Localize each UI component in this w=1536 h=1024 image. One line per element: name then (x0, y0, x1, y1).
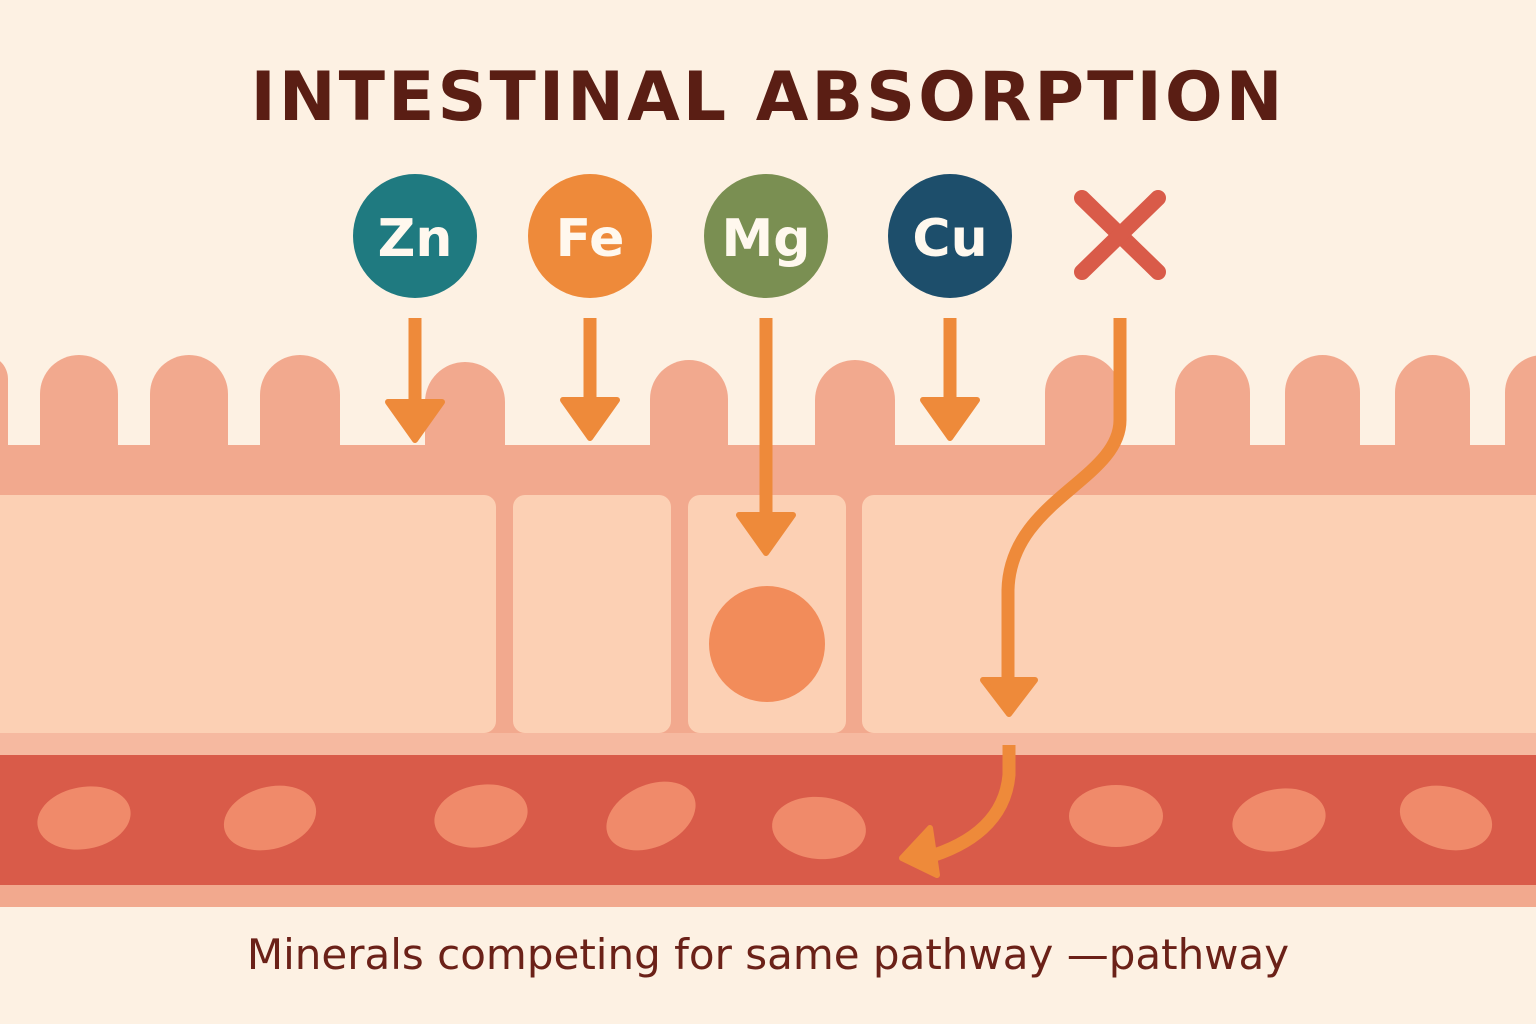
blood-vessel (0, 755, 1536, 907)
red-blood-cell (1399, 785, 1493, 851)
arrow-head (980, 677, 1038, 717)
mineral-circle (888, 174, 1012, 298)
villus (150, 355, 228, 470)
arrow-head (736, 512, 796, 556)
red-blood-cell (1069, 785, 1163, 847)
mineral-fe-badge: Fe (528, 174, 652, 298)
arrow-head (920, 397, 980, 441)
arrow-head (560, 397, 620, 441)
villus (1395, 355, 1470, 470)
vessel-wall (0, 885, 1536, 907)
mineral-circle (353, 174, 477, 298)
mineral-symbol: Fe (556, 209, 625, 269)
arrow-head (899, 825, 940, 878)
villus (815, 360, 895, 470)
mineral-circle (528, 174, 652, 298)
villus (40, 355, 118, 470)
mineral-cu-badge: Cu (888, 174, 1012, 298)
villus (425, 362, 505, 470)
cell-nucleus (709, 586, 825, 702)
red-blood-cell (434, 784, 528, 848)
minerals: Zn Fe Mg Cu (353, 174, 1012, 298)
red-blood-cell (223, 785, 317, 851)
mineral-symbol: Zn (378, 209, 453, 269)
villus (0, 361, 8, 470)
arrow-head (385, 399, 445, 443)
villus (1285, 355, 1360, 470)
mineral-symbol: Cu (912, 209, 987, 269)
red-blood-cell (606, 781, 696, 851)
cell (862, 495, 1536, 733)
villus (650, 360, 728, 470)
cell (0, 495, 496, 733)
villus (260, 355, 340, 470)
mineral-mg-badge: Mg (704, 174, 828, 298)
mineral-circle (704, 174, 828, 298)
mineral-symbol: Mg (722, 209, 811, 269)
villus (1045, 355, 1120, 470)
bloodstream-arrow (923, 745, 1016, 865)
villi (0, 355, 1536, 470)
red-blood-cell (37, 786, 131, 850)
cell (513, 495, 671, 733)
basement-band (0, 733, 1536, 757)
blocked-pathway-arrow (1001, 318, 1127, 680)
caption: Minerals competing for same pathway —pat… (246, 930, 1290, 979)
villus (1175, 355, 1250, 470)
mineral-zn-badge: Zn (353, 174, 477, 298)
red-blood-cell (1232, 788, 1326, 852)
red-blood-cells (37, 781, 1493, 860)
page-title: INTESTINAL ABSORPTION (250, 58, 1286, 137)
x-mark-icon (1074, 190, 1166, 280)
red-blood-cell (772, 796, 866, 860)
arrows (385, 318, 1127, 878)
villus (1505, 355, 1536, 470)
